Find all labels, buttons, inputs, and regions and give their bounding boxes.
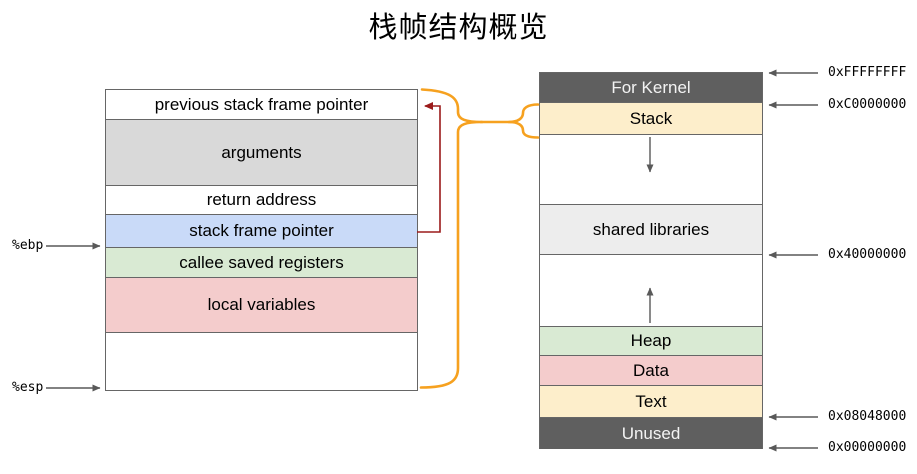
row-label: arguments (221, 142, 302, 162)
register-label-esp: %esp (12, 380, 44, 395)
segment-for-kernel: For Kernel (540, 73, 762, 103)
row-return-address: return address (106, 186, 417, 215)
stack-frame-box: previous stack frame pointer arguments r… (105, 89, 418, 391)
segment-label: Heap (630, 331, 672, 350)
row-stack-frame-pointer: stack frame pointer (106, 215, 417, 248)
row-label: stack frame pointer (189, 221, 334, 240)
memory-layout-box: For Kernel Stack shared libraries Heap D… (539, 72, 763, 449)
row-empty-stack-space (106, 333, 417, 390)
segment-label: Text (635, 391, 667, 411)
segment-data: Data (540, 356, 762, 386)
segment-label: Unused (621, 423, 681, 443)
segment-stack-growth-gap (540, 135, 762, 205)
segment-heap: Heap (540, 327, 762, 356)
segment-label: Data (633, 360, 669, 380)
row-local-variables: local variables (106, 278, 417, 333)
page-title: 栈帧结构概览 (368, 12, 549, 44)
row-previous-stack-frame-pointer: previous stack frame pointer (106, 90, 417, 120)
segment-stack: Stack (540, 103, 762, 135)
address-label-0x08048000: 0x08048000 (828, 409, 907, 424)
segment-unused: Unused (540, 418, 762, 449)
stack-segment-brace-icon (507, 103, 540, 139)
segment-text: Text (540, 386, 762, 418)
address-label-0x00000000: 0x00000000 (828, 440, 907, 455)
segment-heap-growth-gap (540, 255, 762, 327)
row-label: local variables (207, 295, 316, 314)
frame-pointer-link-arrow-icon (417, 102, 441, 233)
segment-shared-libraries: shared libraries (540, 205, 762, 255)
segment-label: Stack (629, 108, 673, 128)
segment-label: shared libraries (592, 219, 710, 239)
row-callee-saved-registers: callee saved registers (106, 248, 417, 278)
address-label-0xffffffff: 0xFFFFFFFF (828, 65, 907, 80)
address-label-0x40000000: 0x40000000 (828, 247, 907, 262)
segment-label: For Kernel (611, 77, 691, 97)
frame-brace-icon (419, 88, 484, 389)
row-label: callee saved registers (179, 252, 344, 272)
row-arguments: arguments (106, 120, 417, 186)
address-label-0xc0000000: 0xC0000000 (828, 97, 907, 112)
register-label-ebp: %ebp (12, 238, 44, 253)
row-label: return address (206, 190, 317, 209)
row-label: previous stack frame pointer (154, 94, 369, 114)
